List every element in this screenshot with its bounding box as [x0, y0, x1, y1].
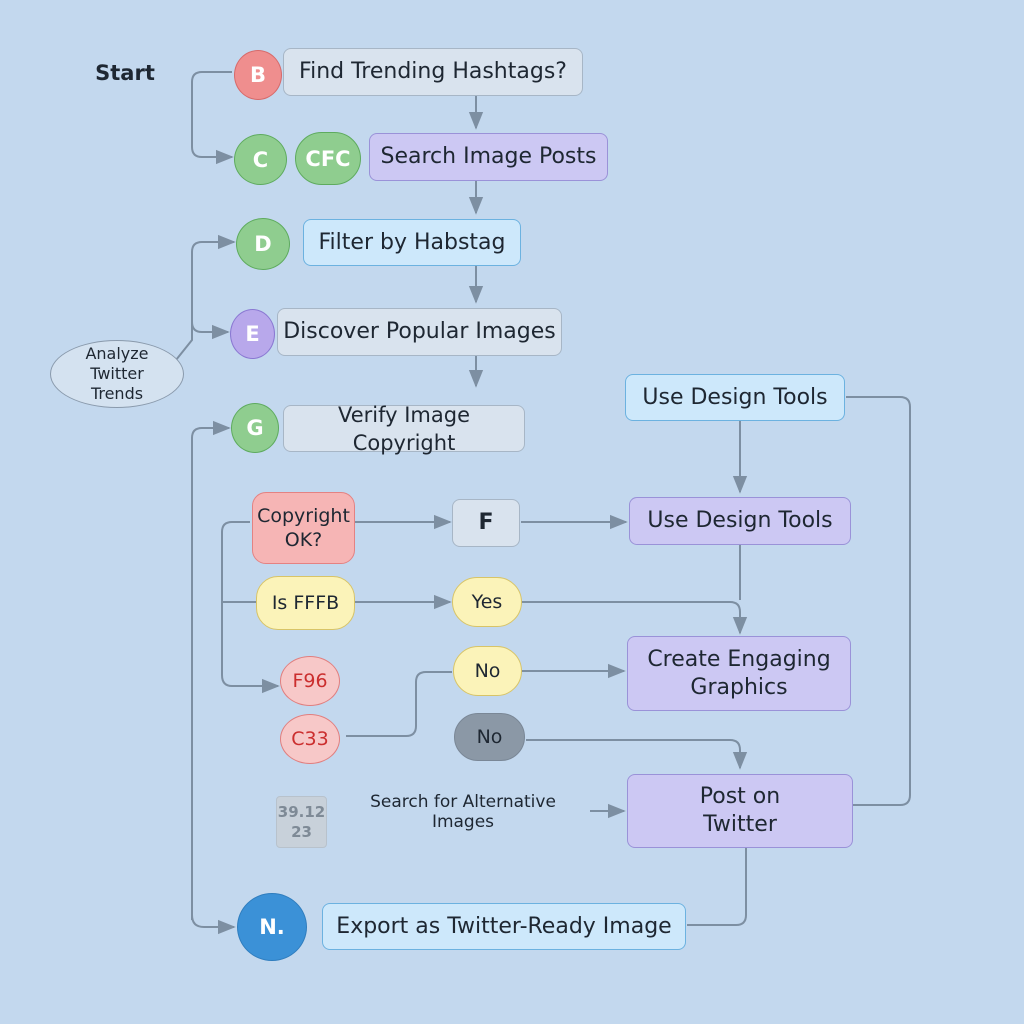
use-design-tools-mid-node[interactable]: Use Design Tools: [629, 497, 851, 545]
export-twitter-ready-image-node[interactable]: Export as Twitter-Ready Image: [322, 903, 686, 950]
edge-left-to-n: [191, 914, 236, 935]
node-e[interactable]: E: [230, 309, 275, 359]
copyright-ok-decision[interactable]: Copyright OK?: [252, 492, 355, 564]
find-trending-hashtags-node[interactable]: Find Trending Hashtags?: [283, 48, 583, 96]
yes-branch[interactable]: Yes: [452, 577, 522, 627]
edge-post-to-export: [687, 848, 747, 926]
use-design-tools-top-node[interactable]: Use Design Tools: [625, 374, 845, 421]
post-on-twitter-node[interactable]: Post on Twitter: [627, 774, 853, 848]
node-c33[interactable]: C33: [280, 714, 340, 764]
node-g[interactable]: G: [231, 403, 279, 453]
is-fffb-decision[interactable]: Is FFFB: [256, 576, 355, 630]
edge-analyze-d-e: [175, 234, 236, 361]
node-n[interactable]: N.: [237, 893, 307, 961]
node-f96[interactable]: F96: [280, 656, 340, 706]
search-alternative-images-label: Search for Alternative Images: [370, 792, 556, 832]
analyze-twitter-trends-node[interactable]: Analyze Twitter Trends: [50, 340, 184, 408]
no-branch-1[interactable]: No: [453, 646, 522, 696]
edge-loop-copyright: [221, 521, 280, 694]
start-label: Start: [95, 61, 155, 85]
edge-yes-to-create: [522, 601, 748, 635]
edge-loop-b-c: [191, 71, 234, 165]
edge-left-to-g: [191, 420, 231, 920]
edge-analyze-e: [191, 321, 230, 340]
node-f[interactable]: F: [452, 499, 520, 547]
filter-by-habstag-node[interactable]: Filter by Habstag: [303, 219, 521, 266]
discover-popular-images-node[interactable]: Discover Popular Images: [277, 308, 562, 356]
node-c[interactable]: C: [234, 134, 287, 185]
search-image-posts-node[interactable]: Search Image Posts: [369, 133, 608, 181]
edge-design-top-to-post: [846, 396, 911, 806]
node-cfc[interactable]: CFC: [295, 132, 361, 185]
edge-no2-to-post: [526, 739, 748, 770]
no-branch-2[interactable]: No: [454, 713, 525, 761]
create-engaging-graphics-node[interactable]: Create Engaging Graphics: [627, 636, 851, 711]
value-badge: 39.12 23: [276, 796, 327, 848]
node-d[interactable]: D: [236, 218, 290, 270]
node-b[interactable]: B: [234, 50, 282, 100]
edge-c33-to-no1: [346, 671, 452, 737]
verify-image-copyright-node[interactable]: Verify Image Copyright: [283, 403, 525, 455]
